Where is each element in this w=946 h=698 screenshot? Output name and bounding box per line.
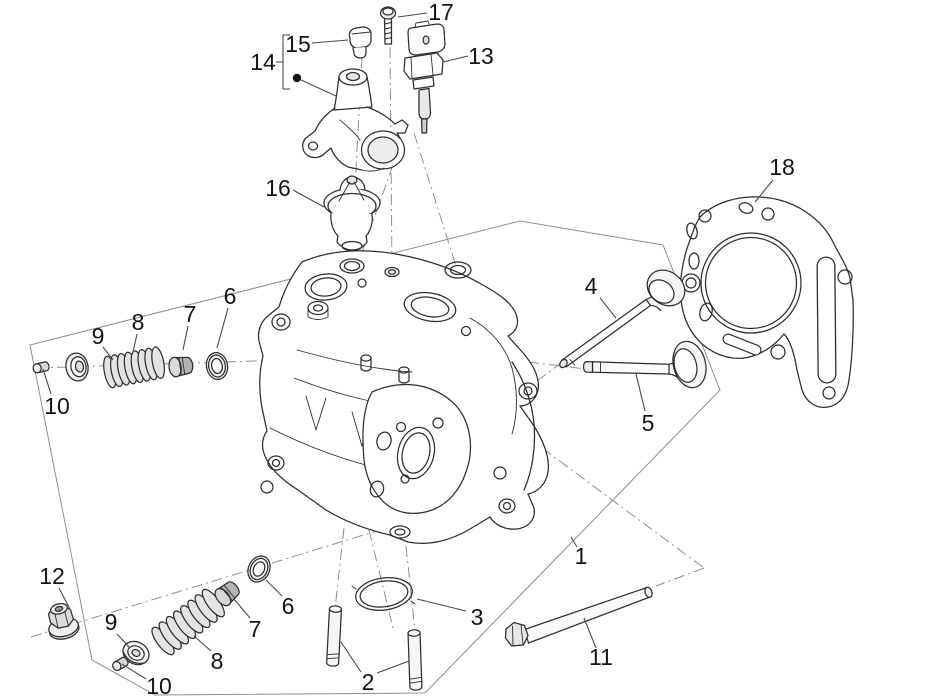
part-number-1: 1	[575, 543, 588, 569]
temp-sensor	[403, 20, 446, 134]
center-axis-7	[536, 362, 562, 382]
leader-part-4	[599, 297, 617, 319]
part-number-6b: 6	[282, 593, 295, 619]
leader-part-6	[216, 307, 229, 349]
stud-right	[407, 629, 423, 691]
valve-stem-seal-lower	[214, 581, 240, 607]
assembly-ref-leader	[300, 79, 337, 97]
assembly-group-outline	[29, 220, 721, 696]
spring-retainer-lower	[122, 640, 150, 666]
part-number-18: 18	[769, 154, 795, 180]
center-axis-9	[655, 567, 705, 587]
leader-part-16	[292, 189, 325, 208]
leader-part-9b	[116, 633, 130, 648]
part-number-11: 11	[589, 644, 613, 670]
part-number-5: 5	[642, 410, 655, 436]
leader-part-5	[635, 373, 646, 412]
valve-intake	[559, 269, 686, 369]
leader-part-12	[58, 587, 72, 612]
leader-part-9	[102, 346, 114, 361]
part-number-9: 9	[92, 323, 105, 349]
screw	[379, 6, 397, 45]
part-number-4: 4	[585, 273, 598, 299]
leader-part-7b	[233, 598, 251, 619]
part-number-13: 13	[468, 43, 494, 69]
part-number-15: 15	[285, 31, 311, 57]
valve-spring-lower	[151, 588, 225, 656]
part-number-16: 16	[265, 175, 291, 201]
leader-part-2	[376, 660, 410, 674]
head-gasket	[679, 196, 854, 408]
part-number-17: 17	[428, 0, 454, 25]
leader-part-6b	[265, 579, 283, 597]
part-number-14: 14	[250, 49, 276, 75]
thermostat	[323, 175, 381, 252]
spring-seat-upper	[205, 351, 229, 381]
leader-part-7	[182, 325, 189, 351]
head-bolt	[504, 586, 653, 647]
assembly-ref-dot	[292, 73, 302, 83]
leader-part-10	[42, 368, 52, 395]
flange-nut	[47, 602, 80, 640]
coolant-outlet-housing	[302, 68, 409, 172]
part-number-12: 12	[39, 563, 65, 589]
part-number-7b: 7	[249, 616, 262, 642]
cylinder-head	[257, 250, 550, 544]
part-number-2: 2	[362, 669, 375, 695]
leader-part-13	[442, 55, 469, 63]
leader-part-11	[583, 617, 597, 649]
leader-part-8b	[193, 635, 212, 652]
leader-part-17	[397, 12, 428, 18]
leader-part-8	[132, 333, 138, 353]
part-number-10b: 10	[146, 673, 172, 698]
valve-stem-seal-upper	[168, 356, 194, 378]
leader-part-18	[754, 179, 774, 203]
leader-part-15	[311, 39, 349, 44]
part-number-3: 3	[471, 604, 484, 630]
line-art-layer	[32, 6, 854, 691]
spring-seat-lower	[247, 555, 271, 583]
center-axis-10	[332, 527, 345, 628]
valve-spring-upper	[103, 346, 166, 389]
center-axis-12	[405, 545, 416, 632]
stud-left	[326, 605, 343, 667]
part-number-9b: 9	[105, 609, 118, 635]
part-number-8b: 8	[211, 648, 224, 674]
center-axis-4	[413, 132, 457, 267]
leader-part-1	[570, 536, 578, 548]
center-axis-8	[541, 447, 705, 569]
valve-cap-upper	[32, 361, 50, 374]
part-number-10: 10	[44, 393, 70, 419]
leader-part-3	[416, 598, 467, 612]
valve-exhaust	[582, 340, 707, 389]
spring-retainer-upper	[65, 352, 89, 382]
o-ring	[351, 577, 416, 611]
leader-part-10b	[121, 663, 147, 680]
center-axis-1	[30, 524, 397, 638]
part-number-7: 7	[184, 301, 197, 327]
leader-part-2	[340, 641, 362, 673]
part-number-6: 6	[224, 283, 237, 309]
part-number-8: 8	[132, 309, 145, 335]
plug	[348, 26, 372, 59]
